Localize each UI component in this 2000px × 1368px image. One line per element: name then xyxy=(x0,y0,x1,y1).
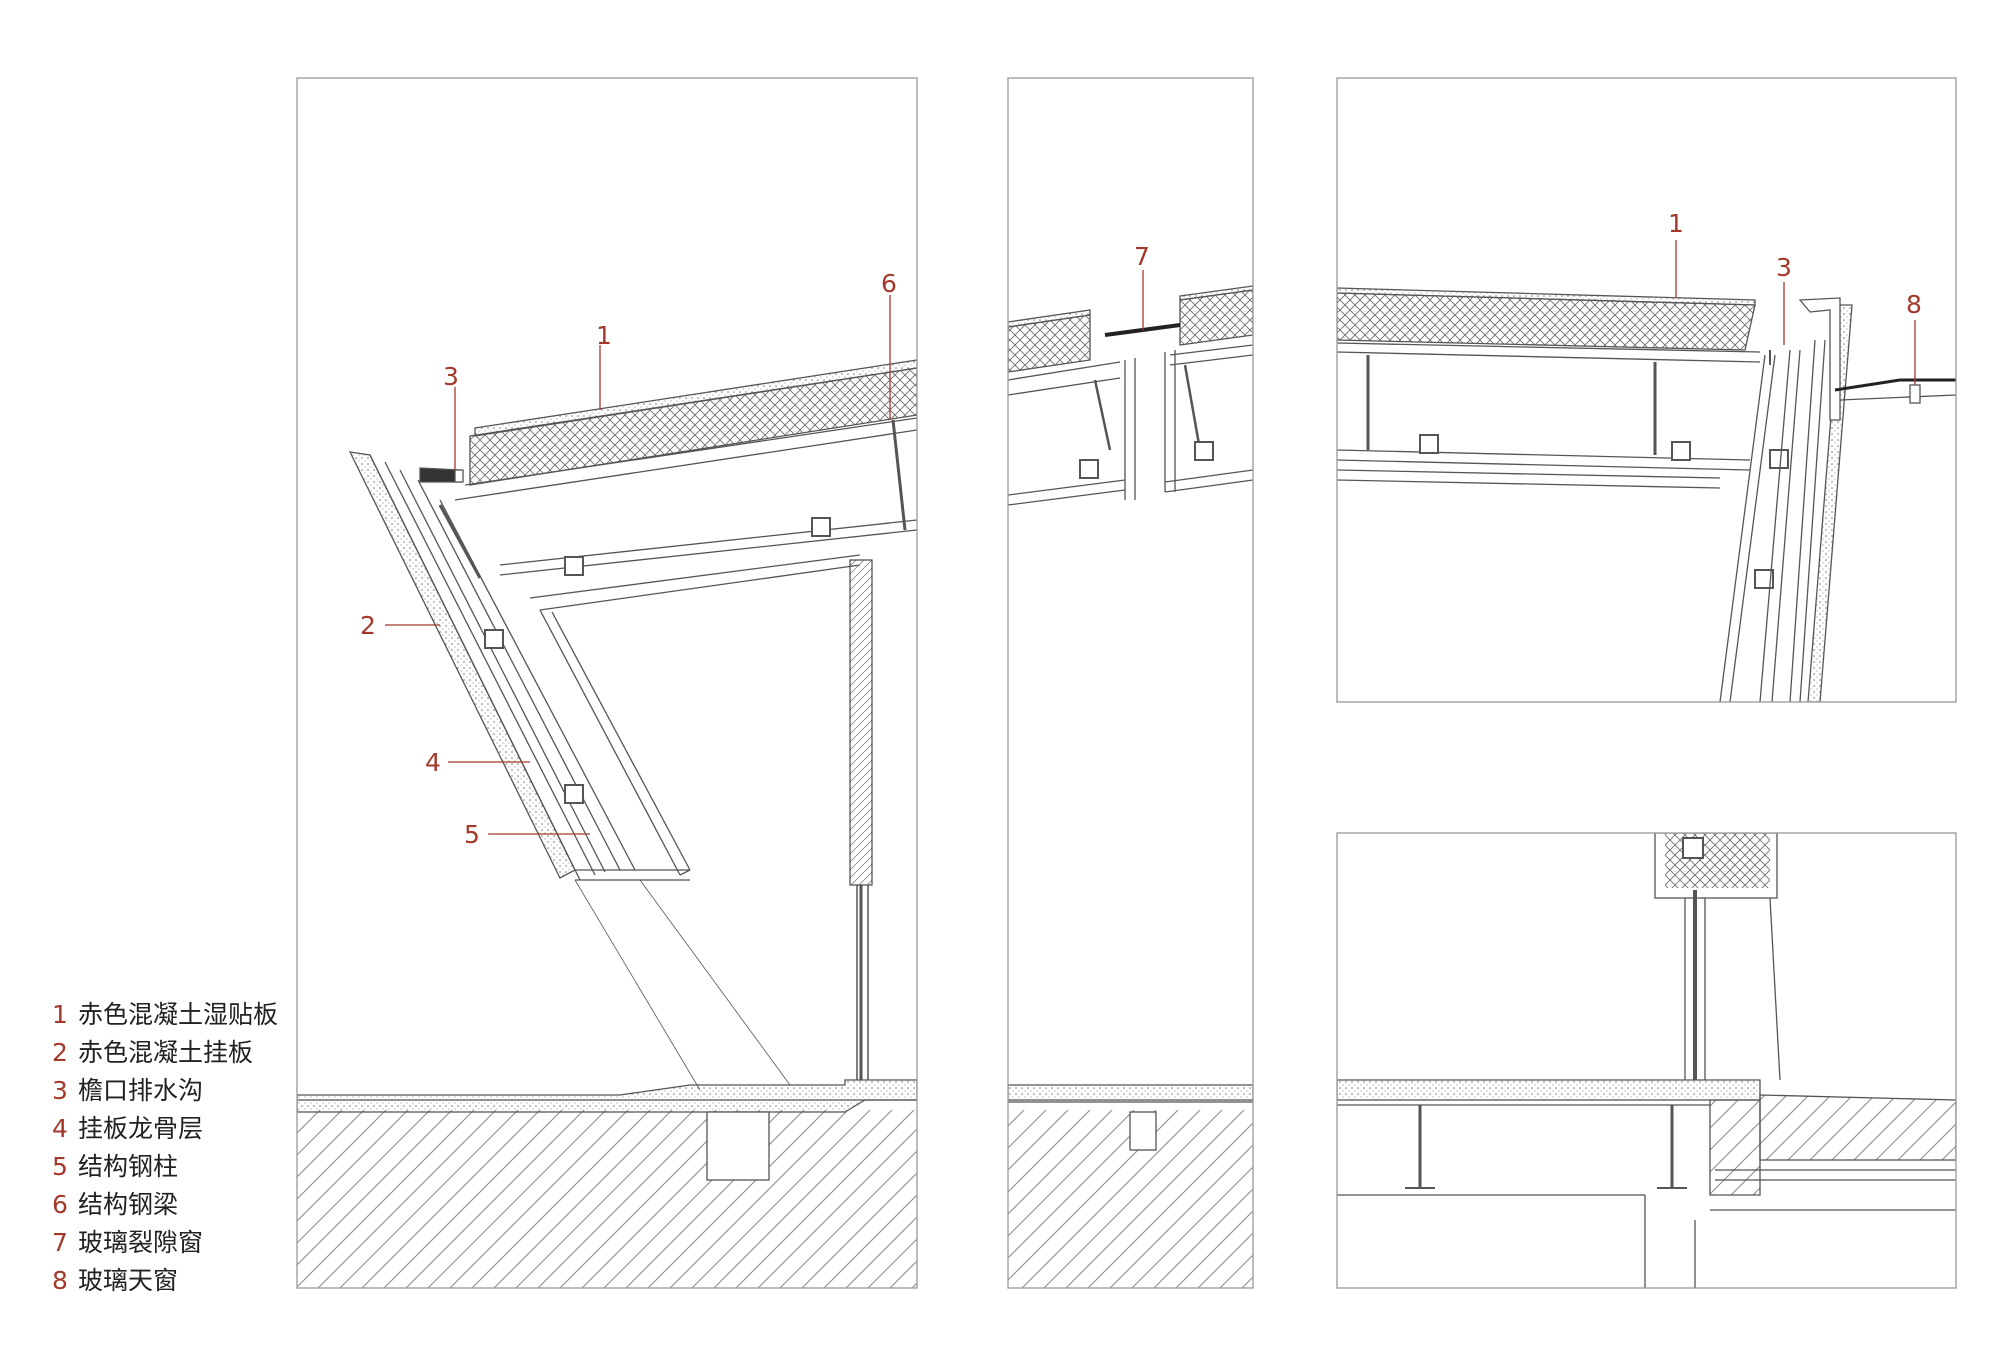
callout-5: 5 xyxy=(464,820,480,849)
callout-4: 4 xyxy=(425,748,441,777)
callout-8: 8 xyxy=(1906,290,1922,319)
panel-2-slit-window-section: 7 xyxy=(1007,77,1254,1289)
callout-3-skylight: 3 xyxy=(1776,253,1792,282)
panel-3-skylight-section: 1 3 8 xyxy=(1336,77,1957,703)
panel-1-eave-section: 1 3 6 2 4 5 xyxy=(296,77,918,1289)
callout-3: 3 xyxy=(443,362,459,391)
callout-1-skylight: 1 xyxy=(1668,209,1684,238)
callout-6: 6 xyxy=(881,269,897,298)
callout-2: 2 xyxy=(360,611,376,640)
callout-1: 1 xyxy=(596,321,612,350)
callout-7: 7 xyxy=(1134,242,1150,271)
panel-4-floor-section xyxy=(1336,832,1957,1289)
